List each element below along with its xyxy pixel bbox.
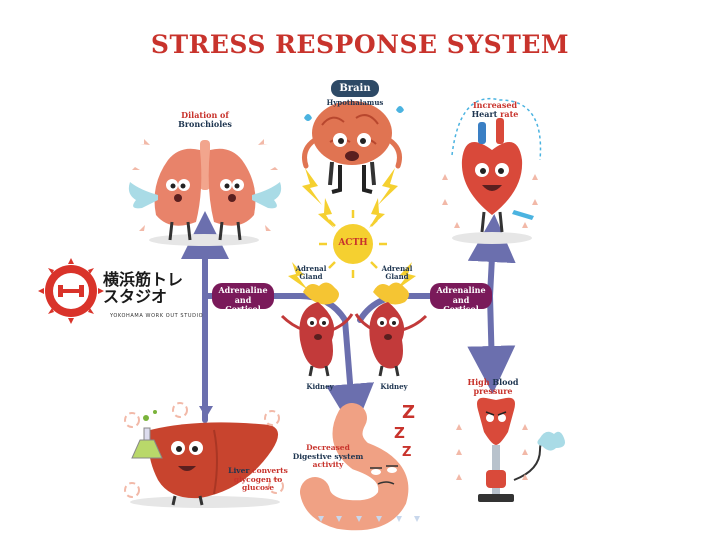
brain-illustration (302, 101, 404, 194)
logo-jp-line1: 横浜筋トレ (103, 270, 184, 289)
liver-label-line2: glycogen to (233, 474, 283, 484)
heart-label-rate: rate (500, 109, 519, 120)
arrow-to-bp (467, 293, 516, 394)
acth-label: ACTH (338, 238, 368, 248)
kidney-left-illustration (280, 282, 354, 377)
page-title: STRESS RESPONSE SYSTEM (150, 30, 570, 59)
pill-right-line1: Adrenaline (436, 285, 486, 295)
studio-logo-text: 横浜筋トレ スタジオ (103, 270, 184, 306)
kidney-left-label: Kidney (306, 382, 334, 391)
bp-label-blood: Blood (492, 377, 519, 387)
liver-label-line3: glucose (241, 483, 275, 493)
pill-left-line1: Adrenaline (218, 285, 268, 295)
kidney-right-illustration (354, 282, 428, 377)
digestive-label: Decreased Digestive system activity (278, 443, 378, 470)
bp-label-pressure: pressure (473, 386, 513, 397)
lightning-bolts (288, 168, 416, 290)
liver-illustration (124, 402, 284, 508)
adrenaline-cortisol-left-pill: Adrenaline and Cortisol (212, 283, 274, 314)
pill-left-line2: and Cortisol (225, 294, 261, 315)
hypothalamus-label: Hypothalamus (326, 98, 384, 107)
pill-right-line2: and Cortisol (443, 294, 479, 315)
heart-illustration (442, 98, 542, 244)
digestive-label-line1: Decreased (306, 443, 350, 452)
bp-label-high: High (467, 377, 490, 387)
blood-pressure-illustration (456, 397, 565, 502)
zzz-illustration: Z Z Z (394, 402, 415, 460)
lungs-label-line1: Dilation of (181, 110, 229, 120)
brain-label: Brain (331, 80, 379, 97)
heart-label: Increased Heart rate (440, 100, 550, 120)
adrenal-gland-right-label: Adrenal Gland (376, 264, 418, 282)
zzz-text: Z (402, 402, 415, 423)
liver-label-converts: converts (252, 466, 288, 475)
adrenal-left-line2: Gland (299, 272, 323, 282)
liver-label: Liver converts glycogen to glucose (226, 466, 290, 493)
svg-text:Z: Z (402, 445, 411, 460)
digestive-label-line2: Digestive system (292, 451, 364, 461)
adrenal-right-line2: Gland (385, 272, 409, 282)
lungs-label: Dilation of Bronchioles (150, 110, 260, 130)
blood-pressure-label: High Blood pressure (458, 377, 528, 397)
adrenaline-cortisol-right-pill: Adrenaline and Cortisol (430, 283, 492, 314)
kidney-right-label: Kidney (380, 382, 408, 391)
arrow-to-heart (467, 214, 516, 299)
adrenal-gland-left-label: Adrenal Gland (290, 264, 332, 282)
svg-text:Z: Z (394, 424, 405, 442)
digestive-label-line3: activity (312, 460, 344, 470)
studio-logo-mark (38, 258, 104, 324)
lungs-illustration (128, 139, 282, 246)
adrenal-right-line1: Adrenal (381, 264, 413, 273)
heart-label-line1: Increased (472, 100, 518, 110)
heart-label-heart: Heart (471, 109, 498, 120)
lungs-label-line2: Bronchioles (178, 119, 232, 130)
stomach-illustration (300, 403, 420, 531)
liver-label-liver: Liver (228, 466, 250, 475)
adrenal-left-line1: Adrenal (295, 264, 327, 273)
logo-jp-line2: スタジオ (103, 286, 168, 306)
arrowhead-liver (199, 406, 213, 418)
studio-logo-en: YOKOHAMA WORK OUT STUDIO (110, 313, 204, 319)
